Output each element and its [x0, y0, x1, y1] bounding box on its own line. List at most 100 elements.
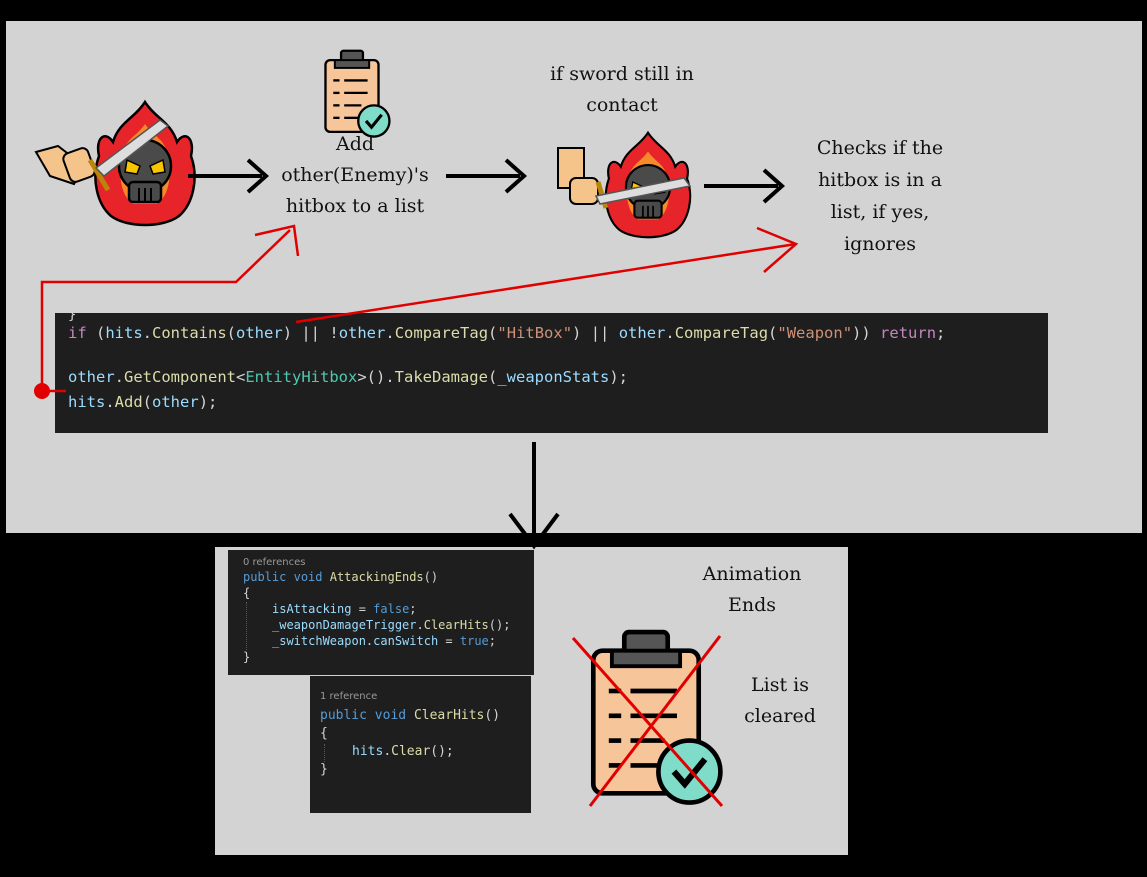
code-token: _weaponDamageTrigger — [272, 618, 417, 632]
code-brace: } — [243, 650, 251, 664]
code-token: public — [243, 570, 287, 584]
code-token: ) || ! — [282, 324, 339, 342]
code-token: . — [365, 634, 374, 648]
caption-line: Add — [335, 133, 375, 155]
code-line-3: hits.Add(other); — [68, 393, 217, 411]
code-line-2: other.GetComponent<EntityHitbox>().TakeD… — [68, 368, 628, 386]
code-token: canSwitch — [373, 634, 439, 648]
code-token: ClearHits — [413, 708, 485, 723]
code-token: _weaponStats — [497, 368, 610, 386]
code-token: (); — [488, 618, 511, 632]
code-token: hits — [105, 324, 143, 342]
caption-animation-ends: Animation Ends — [682, 559, 822, 621]
clear-hits-code-block: 1 reference public void ClearHits() { hi… — [310, 676, 531, 813]
caption-line: List is — [751, 674, 809, 696]
code-line: hits.Clear(); — [352, 744, 454, 759]
code-token: Add — [114, 393, 143, 411]
code-token: . — [385, 324, 395, 342]
code-token: void — [374, 708, 407, 723]
annotation-arrow — [40, 224, 300, 391]
code-token: () — [484, 708, 501, 723]
code-token: ; — [936, 324, 946, 342]
code-token: ; — [488, 634, 497, 648]
code-token: ); — [198, 393, 218, 411]
code-token: . — [142, 324, 153, 342]
indent-guide — [324, 744, 325, 762]
method-signature: public void ClearHits() — [320, 708, 500, 723]
caption-line: hitbox to a list — [285, 195, 425, 217]
code-token: . — [114, 368, 125, 386]
cross-line — [588, 635, 722, 807]
references-count: 1 reference — [320, 691, 378, 702]
arrow-icon — [704, 168, 786, 204]
code-token: ( — [86, 324, 106, 342]
caption-line: Ends — [727, 594, 777, 616]
caption-line: other(Enemy)'s — [281, 164, 429, 186]
code-token: "HitBox" — [497, 324, 573, 342]
caption-list-cleared: List is cleared — [730, 670, 830, 732]
code-token: other — [152, 393, 199, 411]
cross-line — [571, 637, 724, 807]
code-token: "Weapon" — [777, 324, 853, 342]
code-token: EntityHitbox — [245, 368, 358, 386]
code-token: () — [423, 570, 439, 584]
code-token: ( — [768, 324, 778, 342]
attacking-ends-code-block: 0 references public void AttackingEnds()… — [228, 550, 534, 675]
top-panel — [6, 21, 1142, 533]
caption-line: contact — [586, 94, 658, 116]
code-token: other — [236, 324, 283, 342]
code-token: Clear — [391, 744, 431, 759]
caption-line: Checks if the — [816, 137, 944, 159]
code-token: AttackingEnds — [329, 570, 424, 584]
code-token: < — [236, 368, 246, 386]
annotation-arrow — [295, 226, 799, 324]
code-token: GetComponent — [124, 368, 236, 386]
code-token: Contains — [152, 324, 227, 342]
code-token: hits — [68, 393, 106, 411]
code-token: if — [68, 324, 87, 342]
code-token: TakeDamage — [394, 368, 488, 386]
code-token: ClearHits — [423, 618, 489, 632]
code-token: other — [338, 324, 386, 342]
indent-guide — [246, 602, 247, 650]
caption-sword-contact: if sword still in contact — [527, 59, 717, 121]
code-token: (); — [430, 744, 454, 759]
code-token: hits — [352, 744, 384, 759]
code-token: isAttacking — [272, 602, 352, 616]
clipboard-check-icon — [323, 49, 392, 139]
caption-line: if sword still in — [550, 63, 694, 85]
code-line: _weaponDamageTrigger.ClearHits(); — [272, 618, 510, 632]
code-token: . — [416, 618, 424, 632]
caption-checks: Checks if the hitbox is in a list, if ye… — [795, 132, 965, 260]
code-token: ( — [487, 368, 498, 386]
code-token: other — [618, 324, 666, 342]
code-token: >(). — [357, 368, 395, 386]
method-signature: public void AttackingEnds() — [243, 570, 438, 584]
code-brace-fragment: } — [68, 307, 77, 323]
code-token: true — [459, 634, 489, 648]
arm-sword-icon — [34, 119, 170, 192]
code-token: . — [665, 324, 675, 342]
code-token: return — [880, 324, 937, 342]
code-token: )) — [852, 324, 881, 342]
code-brace: } — [320, 762, 328, 777]
code-token: public — [320, 708, 367, 723]
caption-line: cleared — [744, 705, 816, 727]
arm-sword-icon — [557, 147, 692, 209]
code-line-1: if (hits.Contains(other) || !other.Compa… — [68, 324, 945, 342]
code-token: ; — [409, 602, 417, 616]
code-token: _switchWeapon — [272, 634, 366, 648]
caption-line: ignores — [844, 233, 916, 255]
arrow-icon — [446, 158, 528, 194]
code-token: ( — [488, 324, 498, 342]
code-brace: { — [320, 726, 328, 741]
caption-line: hitbox is in a — [818, 169, 942, 191]
code-token: CompareTag — [394, 324, 489, 342]
code-token: other — [68, 368, 115, 386]
code-token: CompareTag — [674, 324, 769, 342]
code-brace: { — [243, 586, 251, 600]
arrow-icon — [188, 158, 270, 194]
arrow-icon — [508, 442, 560, 550]
code-token: void — [293, 570, 323, 584]
code-token: ( — [142, 393, 153, 411]
